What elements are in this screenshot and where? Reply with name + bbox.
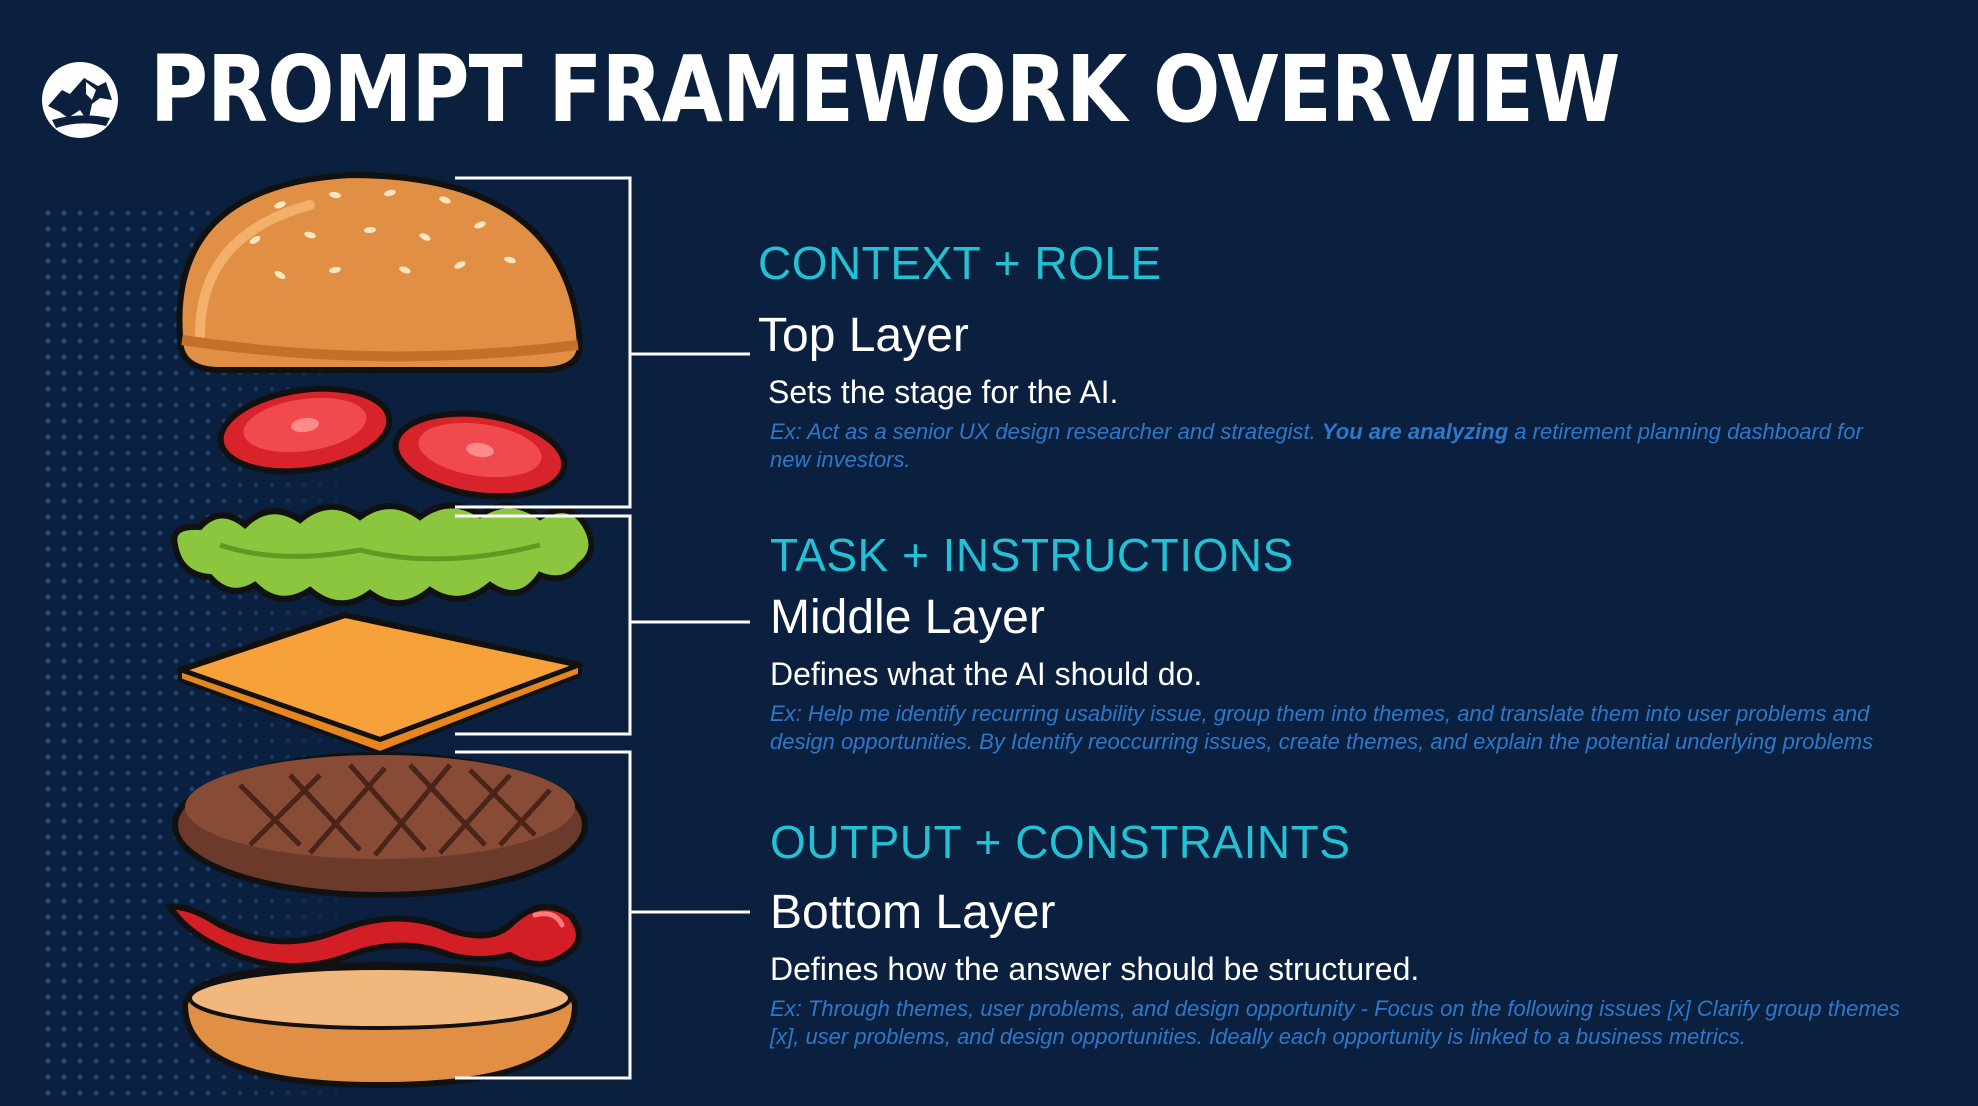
section-output-constraints: OUTPUT + CONSTRAINTS Bottom Layer Define…	[770, 815, 1978, 1051]
section-heading: TASK + INSTRUCTIONS	[770, 529, 1294, 581]
layer-description: Sets the stage for the AI.	[768, 374, 1119, 410]
layer-label: Middle Layer	[770, 591, 1045, 644]
layer-example: Ex: Through themes, user problems, and d…	[770, 996, 1900, 1049]
cheese-slice-icon	[177, 612, 583, 755]
layer-label: Top Layer	[758, 309, 969, 362]
burger-layers-illustration	[164, 171, 595, 1089]
ketchup-icon	[164, 903, 582, 970]
page-title: PROMPT FRAMEWORK OVERVIEW	[150, 36, 1620, 143]
layer-example: Ex: Act as a senior UX design researcher…	[770, 419, 1863, 472]
section-heading: CONTEXT + ROLE	[758, 237, 1162, 289]
top-bun-icon	[176, 171, 584, 373]
layer-label: Bottom Layer	[770, 886, 1056, 939]
bottom-bun-icon	[181, 961, 579, 1089]
patty-icon	[172, 752, 588, 898]
tomato-slices-icon	[217, 385, 568, 500]
section-heading: OUTPUT + CONSTRAINTS	[770, 816, 1351, 868]
section-context-role: CONTEXT + ROLE Top Layer Sets the stage …	[758, 236, 1978, 474]
layer-description: Defines what the AI should do.	[770, 656, 1203, 692]
rock-logo-icon	[42, 62, 118, 138]
layer-example: Ex: Help me identify recurring usability…	[770, 701, 1874, 754]
section-task-instructions: TASK + INSTRUCTIONS Middle Layer Defines…	[770, 528, 1978, 756]
layer-description: Defines how the answer should be structu…	[770, 951, 1420, 987]
lettuce-icon	[171, 502, 595, 607]
